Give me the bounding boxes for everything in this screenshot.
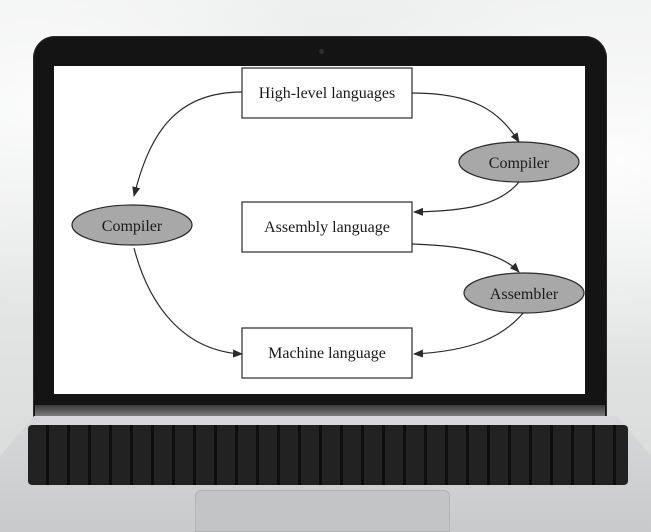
node-compiler-right: Compiler <box>458 141 580 183</box>
webcam-icon <box>319 49 324 54</box>
node-label-machine: Machine language <box>268 345 386 362</box>
flow-diagram: High-level languages Compiler Compiler A… <box>71 67 585 379</box>
edge-high-level-to-compiler-right <box>411 92 520 143</box>
edge-compiler-left-to-machine <box>133 247 243 358</box>
edge-high-level-to-compiler-left <box>132 91 243 197</box>
node-assembly-language: Assembly language <box>241 201 413 253</box>
node-assembler: Assembler <box>463 272 585 314</box>
edge-assembly-to-assembler <box>411 243 520 273</box>
node-label-high-level: High-level languages <box>259 85 395 102</box>
node-label-compiler-right: Compiler <box>489 155 550 172</box>
node-label-compiler-left: Compiler <box>102 218 163 235</box>
node-label-assembly: Assembly language <box>264 219 390 236</box>
node-label-assembler: Assembler <box>490 286 559 303</box>
edge-assembler-to-machine <box>413 311 525 358</box>
keyboard <box>28 425 628 485</box>
laptop-screen: High-level languages Compiler Compiler A… <box>54 66 585 394</box>
node-high-level-languages: High-level languages <box>241 67 413 119</box>
node-machine-language: Machine language <box>241 327 413 379</box>
trackpad <box>195 490 450 532</box>
edge-compiler-right-to-assembly <box>413 181 520 216</box>
node-compiler-left: Compiler <box>71 204 193 246</box>
